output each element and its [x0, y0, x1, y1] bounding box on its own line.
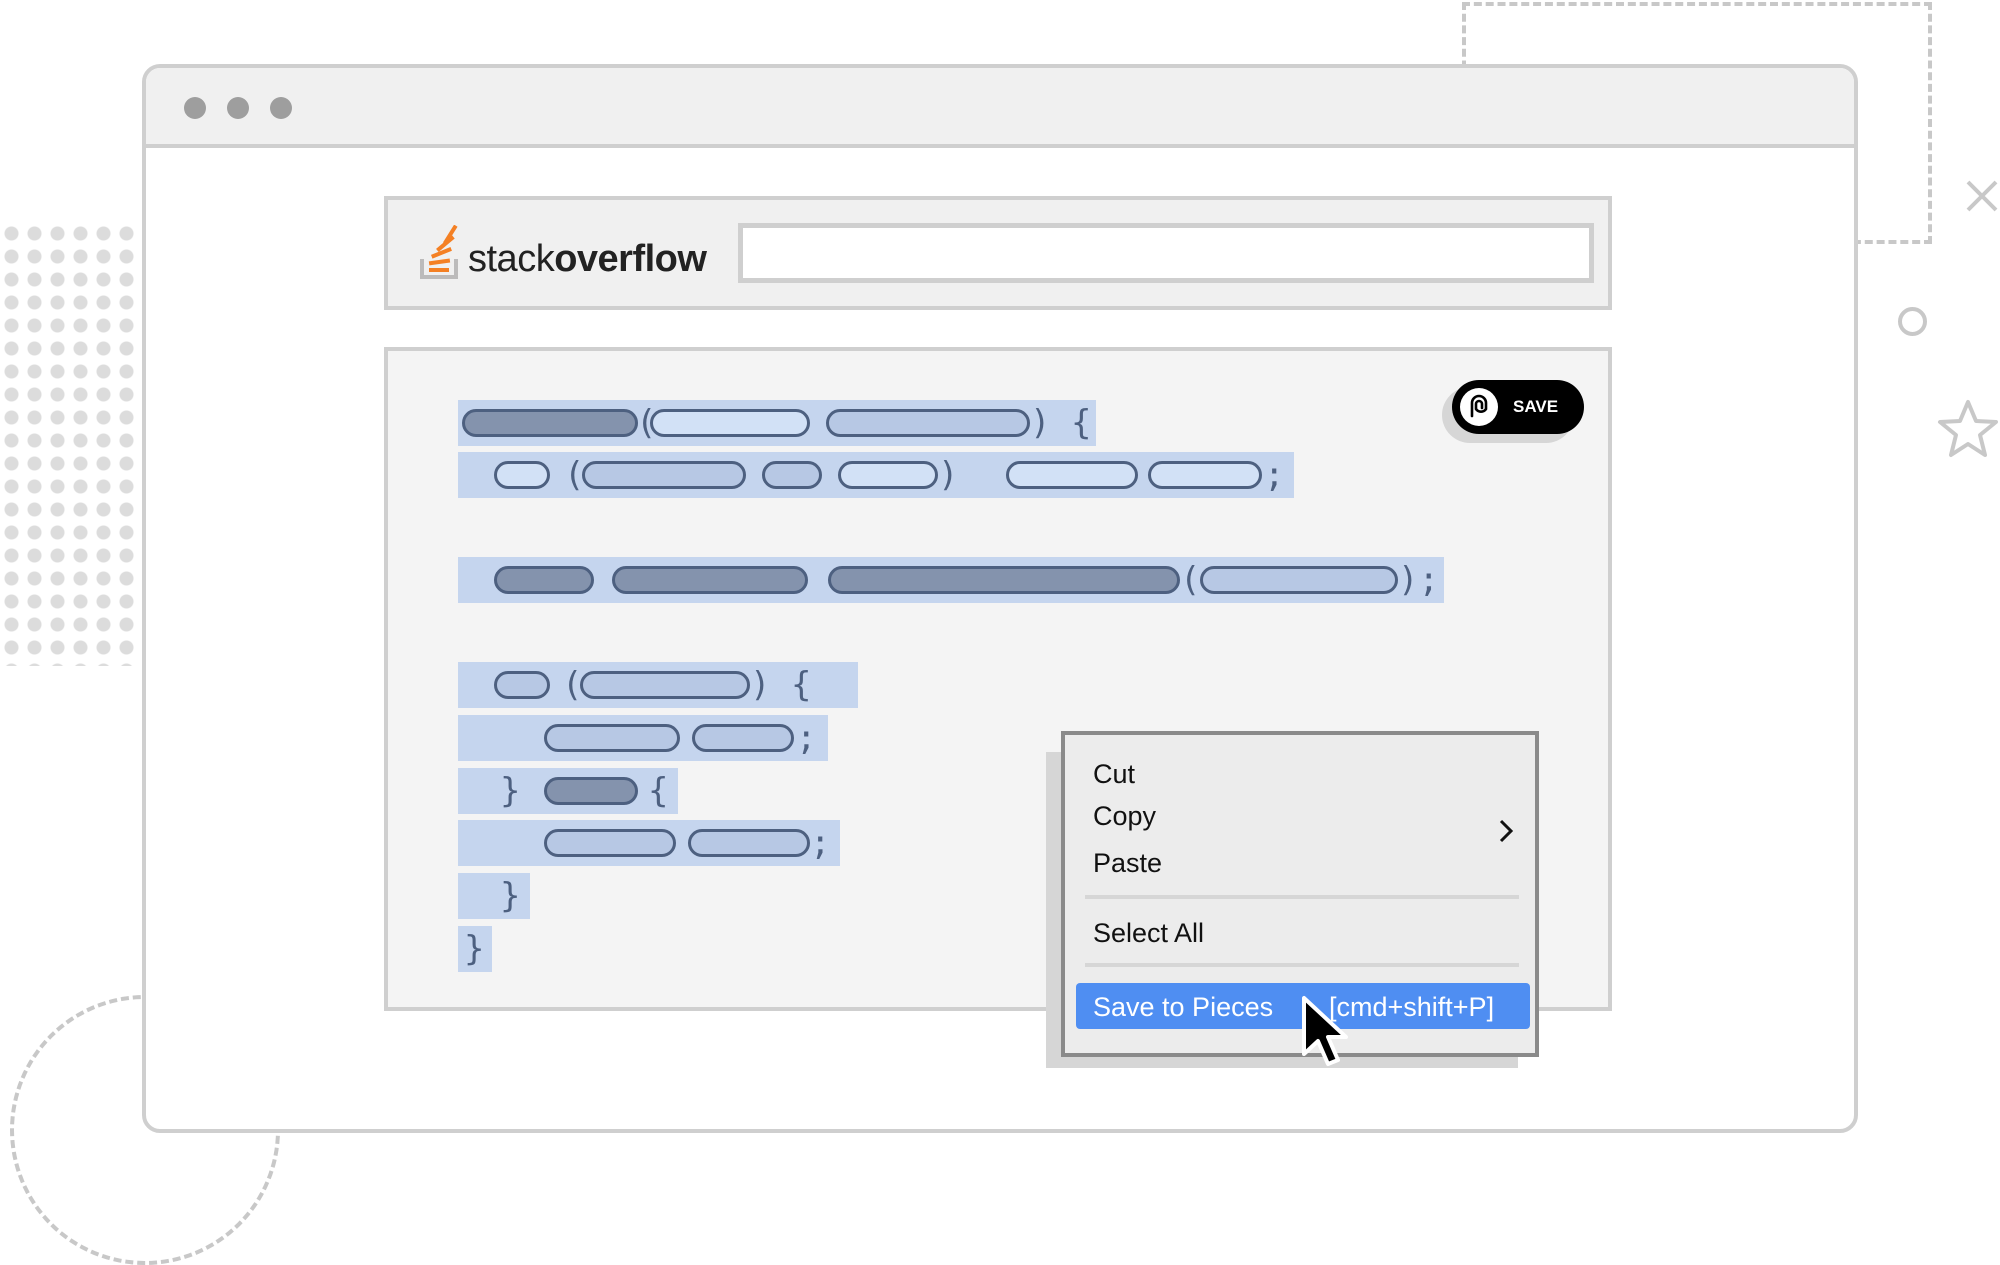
save-button-label: SAVE	[1513, 397, 1559, 416]
code-token	[838, 461, 938, 489]
code-symbol: ;	[1264, 455, 1285, 495]
code-token	[544, 724, 680, 752]
code-token	[494, 671, 550, 699]
code-symbol: );	[1398, 560, 1439, 600]
code-token	[828, 566, 1180, 594]
code-line: }	[458, 873, 530, 919]
code-token	[462, 409, 638, 437]
menu-item-shortcut: [cmd+shift+P]	[1329, 992, 1495, 1022]
code-line: } {	[458, 768, 678, 814]
stackoverflow-logo-icon	[420, 225, 458, 279]
code-token	[494, 566, 594, 594]
site-brand[interactable]: stackoverflow	[468, 238, 707, 281]
circle-icon	[1898, 307, 1927, 336]
search-input[interactable]	[738, 223, 1594, 283]
menu-separator	[1085, 963, 1519, 967]
code-line: ;	[458, 715, 828, 761]
code-symbol: ;	[796, 718, 817, 758]
code-symbol: }	[500, 876, 521, 916]
code-symbol: (	[636, 403, 657, 443]
dot-pattern	[0, 222, 140, 666]
code-token	[688, 829, 810, 857]
code-token	[494, 461, 550, 489]
context-menu: Cut Copy Paste Select All Save to Pieces…	[1061, 731, 1539, 1057]
code-token	[650, 409, 810, 437]
code-token	[580, 671, 750, 699]
code-symbol: }	[464, 929, 485, 969]
code-symbol: (	[1180, 560, 1201, 600]
brand-bold: overflow	[554, 238, 707, 280]
code-symbol: ;	[810, 823, 831, 863]
dot-icon[interactable]	[270, 97, 292, 119]
mouse-cursor-icon	[1302, 996, 1348, 1066]
dot-icon[interactable]	[227, 97, 249, 119]
code-token	[1006, 461, 1138, 489]
code-line: ( );	[458, 557, 1444, 603]
code-symbol: {	[648, 771, 669, 811]
site-header: stackoverflow	[384, 196, 1612, 310]
dot-icon[interactable]	[184, 97, 206, 119]
code-line: ;	[458, 820, 840, 866]
menu-item-paste[interactable]: Paste	[1093, 848, 1163, 878]
menu-item-copy[interactable]: Copy	[1093, 801, 1157, 831]
code-token	[1200, 566, 1398, 594]
code-token	[582, 461, 746, 489]
pieces-logo-icon	[1460, 388, 1498, 426]
menu-separator	[1085, 895, 1519, 899]
menu-item-save-to-pieces-label: Save to Pieces	[1093, 992, 1274, 1022]
code-token	[612, 566, 808, 594]
code-symbol: ) {	[1030, 403, 1092, 443]
brand-light: stack	[468, 238, 555, 280]
code-token	[762, 461, 822, 489]
code-token	[544, 829, 676, 857]
code-token	[826, 409, 1030, 437]
menu-item-cut[interactable]: Cut	[1093, 759, 1136, 789]
chevron-right-icon	[1499, 819, 1514, 843]
code-token	[1148, 461, 1262, 489]
window-titlebar	[146, 68, 1854, 148]
save-button[interactable]: SAVE	[1452, 380, 1584, 434]
menu-item-select-all[interactable]: Select All	[1093, 918, 1205, 948]
code-line: ( ) {	[458, 662, 858, 708]
code-symbol: ) {	[750, 665, 812, 705]
code-symbol: (	[562, 665, 583, 705]
star-icon	[1938, 400, 1998, 457]
code-symbol: (	[564, 455, 585, 495]
code-token	[544, 777, 638, 805]
code-token	[692, 724, 794, 752]
code-symbol: )	[938, 455, 959, 495]
code-line: ( ) {	[458, 400, 1096, 446]
code-symbol: }	[500, 771, 521, 811]
code-line: ( ) ;	[458, 452, 1294, 498]
close-icon	[1966, 180, 1998, 212]
code-line: }	[458, 926, 492, 972]
